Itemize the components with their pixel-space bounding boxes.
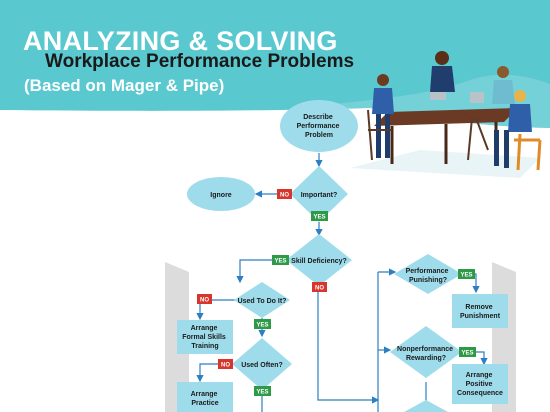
label-nonperformance-rewarding: Nonperformance Rewarding?	[397, 346, 455, 362]
node-performance-punishing	[394, 254, 462, 294]
node-arrange-practice	[177, 382, 233, 412]
node-describe-problem	[280, 100, 358, 152]
node-skill-deficiency	[286, 234, 352, 286]
label-arrange-practice: Arrange Practice	[191, 391, 220, 407]
page-title: ANALYZING & SOLVING	[23, 26, 338, 56]
svg-text:NO: NO	[280, 193, 289, 199]
node-remove-punishment	[452, 294, 508, 328]
node-used-to-do-it	[234, 282, 290, 318]
yes-tag-used-often: YES	[254, 386, 271, 396]
svg-text:YES: YES	[256, 323, 268, 329]
svg-text:YES: YES	[461, 351, 473, 357]
yes-tag-used-to: YES	[254, 319, 271, 329]
svg-text:YES: YES	[274, 259, 286, 265]
svg-text:NO: NO	[315, 286, 324, 292]
no-tag-used-to: NO	[197, 294, 212, 304]
label-arrange-consequence: Arrange Positive Consequence	[457, 372, 503, 397]
meeting-table	[374, 108, 518, 126]
label-used-often: Used Often?	[241, 362, 283, 369]
node-arrange-consequence	[452, 364, 508, 404]
node-used-often	[232, 338, 292, 390]
no-tag-used-often: NO	[218, 359, 233, 369]
no-tag-skill: NO	[312, 282, 327, 292]
label-ignore: Ignore	[210, 192, 231, 199]
no-tag-important: NO	[277, 189, 292, 199]
label-skill-deficiency: Skill Deficiency?	[291, 258, 347, 265]
svg-text:YES: YES	[313, 215, 325, 221]
label-performance-punishing: Performance Punishing?	[406, 268, 451, 284]
node-nonperformance-rewarding	[390, 326, 462, 378]
source-note: (Based on Mager & Pipe)	[24, 76, 225, 95]
laptop-2	[470, 92, 484, 103]
node-next-decision	[404, 400, 448, 412]
node-ignore	[187, 177, 255, 211]
edge-skill-no	[317, 286, 380, 404]
team-meeting-illustration	[350, 51, 542, 178]
node-arrange-training	[177, 320, 233, 354]
yes-tag-punishing: YES	[458, 269, 475, 279]
svg-text:YES: YES	[460, 273, 472, 279]
svg-text:YES: YES	[256, 390, 268, 396]
label-describe-problem: Describe Performance Problem	[297, 114, 342, 139]
yes-tag-skill: YES	[272, 255, 289, 265]
label-used-to-do-it: Used To Do It?	[238, 298, 287, 305]
svg-text:NO: NO	[200, 298, 209, 304]
yes-tag-rewarding: YES	[459, 347, 476, 357]
page-subtitle: Workplace Performance Problems	[45, 51, 355, 72]
node-important	[290, 166, 348, 222]
yes-tag-important: YES	[311, 211, 328, 221]
label-important: Important?	[301, 192, 338, 199]
svg-text:NO: NO	[221, 363, 230, 369]
label-arrange-training: Arrange Formal Skills Training	[182, 325, 228, 350]
label-remove-punishment: Remove Punishment	[460, 304, 501, 320]
